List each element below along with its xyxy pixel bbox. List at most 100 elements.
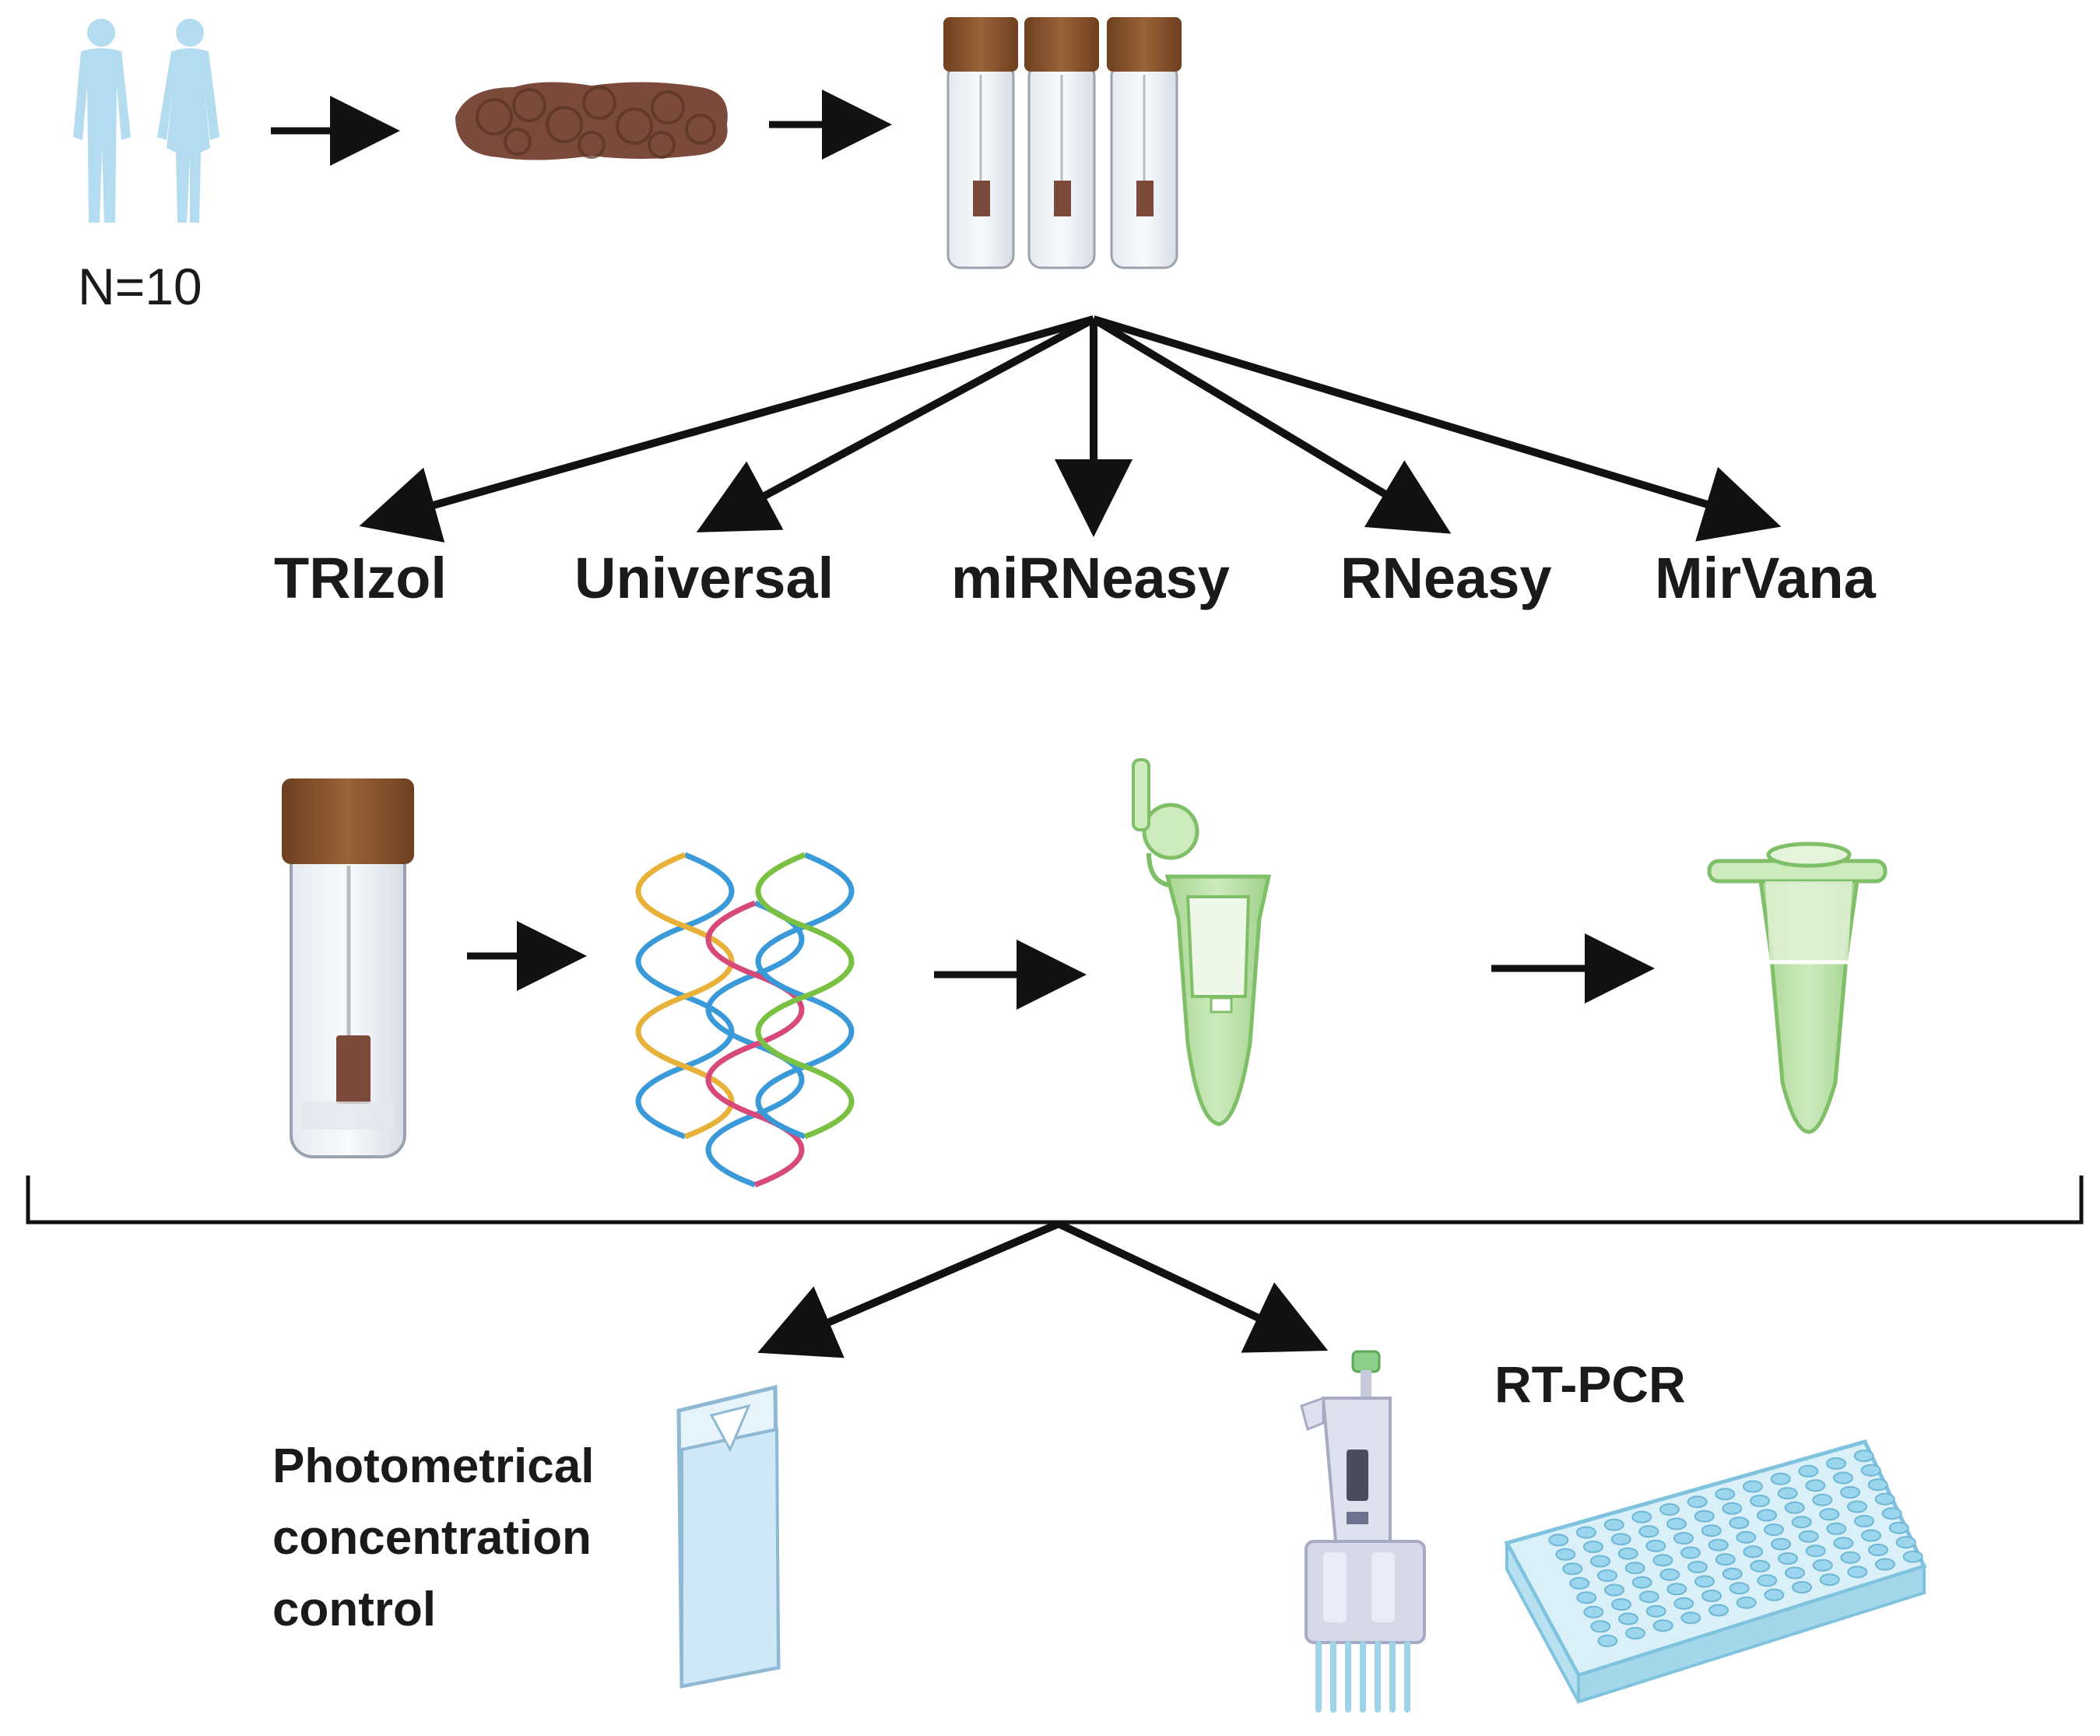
method-label-mirvana: MirVana [1655,546,1876,610]
plate-well [1576,1591,1597,1604]
arrow-to-trizol [359,315,1095,543]
plate-well [1645,1604,1666,1618]
plate-well [1875,1558,1895,1571]
plate-well [1881,1507,1902,1520]
plate-well [1666,1517,1687,1530]
spin-column-tube-icon [1132,758,1272,1126]
arrow-to-rtpcr [1056,1220,1329,1353]
plate-well [1652,1554,1673,1567]
human-female-icon [157,19,219,223]
plate-well [1617,1547,1638,1560]
plate-well [1778,1552,1798,1565]
plate-well [1618,1612,1638,1625]
sample-tube-icon [282,778,414,1158]
plate-well [1729,1582,1750,1595]
plate-well [1687,1561,1708,1573]
sample-tubes-group [943,17,1182,269]
plate-well [1590,1555,1610,1568]
plate-well [1597,1634,1618,1647]
plate-well [1819,1508,1840,1521]
plate-well [1805,1479,1826,1492]
plate-well [1847,1500,1867,1513]
plate-well [1701,1590,1722,1602]
photometric-line-2: concentration [272,1511,592,1565]
plate-well [1659,1568,1680,1581]
plate-well [1722,1567,1743,1580]
plate-well [1895,1536,1916,1549]
plate-well [1785,1566,1805,1580]
sample-tube-icon [1024,17,1099,269]
photometric-line-1: Photometrical [272,1439,595,1493]
plate-well [1673,1597,1694,1610]
sample-tube-icon [1107,17,1182,269]
method-label-trizol: TRIzol [274,546,447,610]
plate-well [1694,1575,1715,1588]
plate-well [1750,1495,1770,1507]
plate-well [1840,1486,1860,1499]
method-label-rneasy: RNeasy [1340,546,1552,610]
plate-well [1771,1537,1791,1551]
plate-well [1798,1530,1819,1543]
plate-well [1555,1548,1576,1561]
plate-well [1757,1574,1778,1587]
plate-well [1562,1562,1583,1576]
arrow-to-rneasy [1091,315,1452,534]
plate-well [1764,1588,1785,1601]
arrow-to-universal [696,315,1096,532]
plate-well [1652,1619,1673,1632]
plate-well [1784,1501,1805,1514]
multichannel-pipette-icon [1300,1350,1426,1713]
method-arrows [359,315,1782,543]
plate-well [1715,1553,1736,1566]
plate-well [1604,1583,1624,1597]
plate-well [1631,1510,1652,1523]
plate-well [1638,1525,1659,1538]
plate-well [1853,1450,1874,1463]
plate-well [1729,1516,1750,1530]
plate-well [1826,1457,1846,1470]
plate-well [1645,1539,1666,1552]
plate-well [1583,1541,1603,1553]
plate-well [1736,1596,1757,1609]
plate-well [1610,1533,1631,1546]
plate-well [1750,1559,1771,1573]
plate-well [1764,1523,1784,1536]
plate-well [1777,1487,1798,1500]
plate-well [1867,1478,1888,1492]
plate-well [1812,1493,1833,1506]
plate-well [1666,1583,1687,1596]
eppendorf-tube-icon [1707,842,1888,1134]
rtpcr-label: RT-PCR [1494,1355,1686,1413]
plate-well [1597,1569,1617,1582]
plate-well [1569,1576,1590,1590]
plate-well [1792,1581,1812,1594]
dna-helix-icon [635,852,855,1188]
method-label-universal: Universal [574,546,834,610]
human-male-icon [73,19,131,223]
plate-well [1888,1521,1909,1534]
plate-well [1548,1534,1569,1547]
plate-well [1694,1509,1715,1523]
plate-well [1819,1573,1840,1587]
plate-well [1840,1551,1861,1564]
plate-well [1743,1480,1763,1493]
plate-well [1722,1502,1743,1515]
plate-well [1576,1526,1596,1539]
plate-well [1583,1605,1604,1618]
plate-well [1715,1488,1736,1501]
photometric-line-3: control [272,1583,437,1636]
analysis-arrows [757,1220,1329,1358]
method-label-mirneasy: miRNeasy [951,546,1230,610]
plate-well [1590,1620,1611,1633]
plate-well [1659,1503,1680,1516]
plate-well [1833,1537,1854,1550]
plate-well [1625,1627,1645,1639]
plate-well [1736,1530,1757,1544]
grouping-bracket [26,1175,2084,1225]
plate-well [1770,1472,1791,1485]
plate-well [1805,1544,1826,1558]
plate-well [1631,1576,1652,1589]
plate-well [1708,1604,1729,1617]
plate-well [1812,1559,1833,1572]
